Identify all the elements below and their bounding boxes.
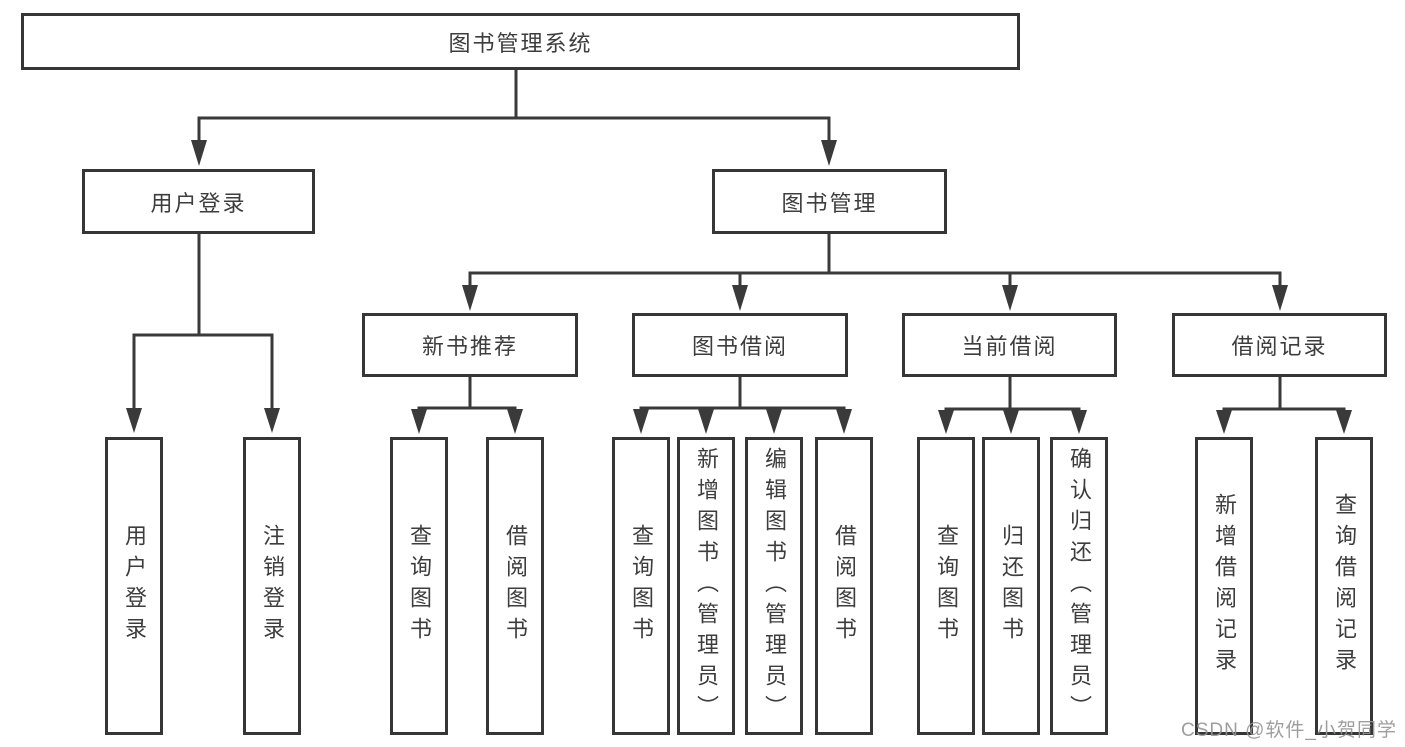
node-user-login: 用户登录 xyxy=(82,169,315,234)
leaf-label: 借阅图书 xyxy=(503,524,528,648)
arrow-down-icon xyxy=(766,409,782,434)
arrow-down-icon xyxy=(633,409,649,434)
leaf-label: 查询图书 xyxy=(407,524,432,648)
arrow-down-icon xyxy=(821,140,837,166)
connector-bookborrow-to-leaves xyxy=(633,377,852,434)
arrow-down-icon xyxy=(462,285,478,311)
arrow-down-icon xyxy=(411,409,427,434)
node-current-borrow: 当前借阅 xyxy=(902,313,1117,377)
leaf-logout: 注销登录 xyxy=(243,437,301,735)
arrow-down-icon xyxy=(264,408,280,433)
arrow-down-icon xyxy=(1002,285,1018,311)
leaf-label: 用户登录 xyxy=(122,524,147,648)
leaf-add-book-admin: 新增图书（管理员） xyxy=(677,437,735,735)
connector-borrowrecord-to-leaves xyxy=(1216,377,1352,434)
leaf-query-borrow-record: 查询借阅记录 xyxy=(1315,437,1373,735)
leaf-borrow-books-recommend: 借阅图书 xyxy=(486,437,544,735)
leaf-label: 编辑图书（管理员） xyxy=(762,446,787,726)
leaf-label: 归还图书 xyxy=(999,524,1024,648)
arrow-down-icon xyxy=(191,140,207,166)
connector-bookmgmt-to-level3 xyxy=(462,233,1288,311)
leaf-label: 新增图书（管理员） xyxy=(694,446,719,726)
leaf-label: 新增借阅记录 xyxy=(1212,493,1237,679)
leaf-query-books-current: 查询图书 xyxy=(917,437,975,735)
connector-currentborrow-to-leaves xyxy=(938,377,1087,434)
leaf-add-borrow-record: 新增借阅记录 xyxy=(1195,437,1253,735)
leaf-label: 查询借阅记录 xyxy=(1332,493,1357,679)
leaf-label: 确认归还（管理员） xyxy=(1067,446,1092,726)
node-book-management: 图书管理 xyxy=(712,169,947,234)
leaf-borrow-books: 借阅图书 xyxy=(815,437,873,735)
leaf-label: 查询图书 xyxy=(629,524,654,648)
arrow-down-icon xyxy=(1071,410,1087,434)
arrow-down-icon xyxy=(836,409,852,434)
leaf-return-book: 归还图书 xyxy=(982,437,1040,735)
node-book-borrow: 图书借阅 xyxy=(632,313,848,377)
arrow-down-icon xyxy=(938,410,954,434)
node-root-system: 图书管理系统 xyxy=(21,13,1020,70)
leaf-confirm-return-admin: 确认归还（管理员） xyxy=(1050,437,1108,735)
csdn-watermark: CSDN @软件_小贺同学 xyxy=(1181,720,1397,741)
node-borrow-records: 借阅记录 xyxy=(1172,313,1387,377)
leaf-query-books-recommend: 查询图书 xyxy=(390,437,448,735)
node-new-book-recommend: 新书推荐 xyxy=(362,313,578,377)
leaf-edit-book-admin: 编辑图书（管理员） xyxy=(745,437,803,735)
arrow-down-icon xyxy=(507,409,523,434)
connector-newbook-to-leaves xyxy=(411,377,523,434)
arrow-down-icon xyxy=(126,408,142,433)
arrow-down-icon xyxy=(698,409,714,434)
arrow-down-icon xyxy=(1003,410,1019,434)
connector-userlogin-to-leaves xyxy=(126,234,280,433)
leaf-label: 注销登录 xyxy=(260,524,285,648)
arrow-down-icon xyxy=(1336,410,1352,434)
arrow-down-icon xyxy=(732,285,748,311)
leaf-label: 查询图书 xyxy=(934,524,959,648)
leaf-query-books-borrow: 查询图书 xyxy=(612,437,670,735)
arrow-down-icon xyxy=(1216,410,1232,434)
arrow-down-icon xyxy=(1272,285,1288,311)
leaf-label: 借阅图书 xyxy=(832,524,857,648)
leaf-user-login: 用户登录 xyxy=(105,437,163,735)
connector-root-to-level2 xyxy=(191,70,837,166)
